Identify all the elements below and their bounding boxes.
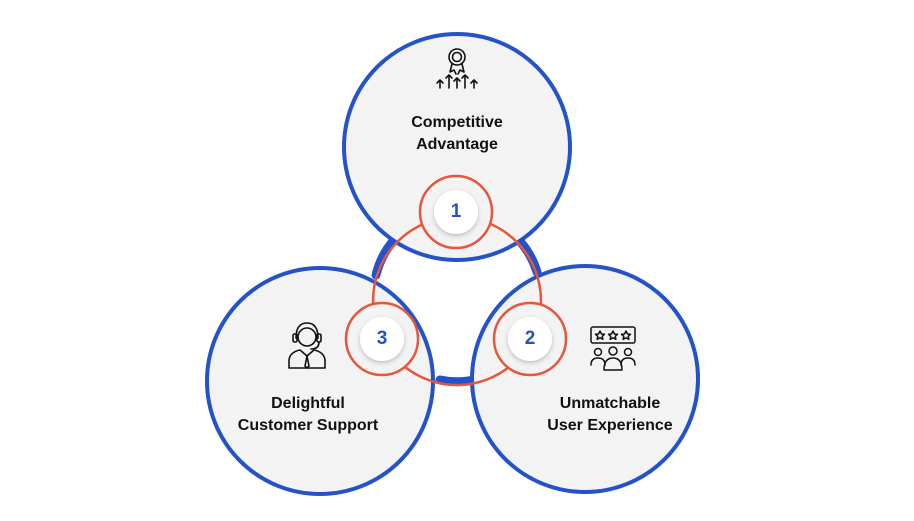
label-line: Competitive: [411, 114, 503, 131]
circle-customer-support: [205, 266, 435, 496]
user-rating-icon: [590, 326, 636, 371]
headset-agent-icon: [288, 322, 326, 369]
circle-competitive-advantage: [342, 32, 572, 262]
badge-number-1: 1: [450, 201, 462, 222]
award-growth-icon: [436, 48, 478, 89]
circle-user-experience: [470, 264, 700, 494]
label-line: Unmatchable: [559, 395, 661, 412]
label-line: Delightful: [271, 395, 345, 412]
badge-3: [344, 301, 420, 377]
badge-number-2: 2: [524, 328, 536, 349]
label-line: Customer Support: [237, 417, 379, 434]
label-line: Advantage: [416, 136, 498, 153]
label-competitive-advantage: Competitive Advantage: [357, 112, 557, 156]
label-customer-support: Delightful Customer Support: [208, 393, 408, 437]
label-user-experience: Unmatchable User Experience: [510, 393, 710, 437]
badge-number-3: 3: [376, 328, 388, 349]
badge-1: [418, 174, 494, 250]
label-line: User Experience: [547, 417, 673, 434]
badge-2: [492, 301, 568, 377]
